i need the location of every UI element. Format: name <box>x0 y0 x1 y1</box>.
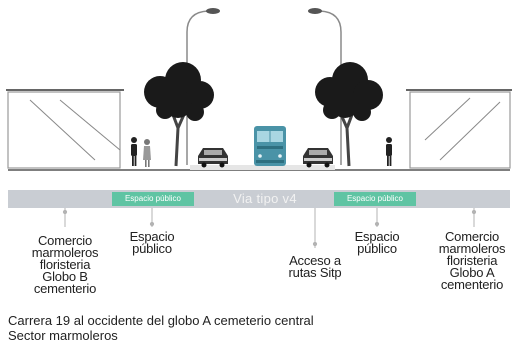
left-street-lamp <box>186 8 220 165</box>
callout-center-access: Acceso a rutas Sitp <box>288 253 342 280</box>
left-building <box>6 89 124 169</box>
right-street-lamp <box>308 8 342 165</box>
right-building <box>406 89 512 169</box>
road-surface <box>190 165 335 170</box>
pedestrian-left-2 <box>143 139 151 167</box>
car-right <box>303 148 333 168</box>
callout-left-commerce: Comercio marmoleros floristeria Globo B … <box>31 233 99 296</box>
right-tree <box>315 62 383 167</box>
left-tree <box>144 62 214 167</box>
pedestrian-left-1 <box>131 137 137 166</box>
callout-leaders <box>62 208 477 248</box>
callout-left-public: Espacio público <box>129 229 175 256</box>
bus <box>254 126 286 166</box>
callout-right-public: Espacio público <box>354 229 400 256</box>
band-label-road-type: Via tipo v4 <box>233 191 297 206</box>
band-label-right-public: Espacio público <box>334 192 416 206</box>
caption-line-1: Carrera 19 al occidente del globo A ceme… <box>8 313 314 328</box>
car-left <box>198 148 228 168</box>
callout-right-commerce: Comercio marmoleros floristeria Globo A … <box>438 229 506 292</box>
band-label-left-public: Espacio público <box>112 192 194 206</box>
pedestrian-right <box>386 137 392 166</box>
caption-line-2: Sector marmoleros <box>8 328 118 343</box>
